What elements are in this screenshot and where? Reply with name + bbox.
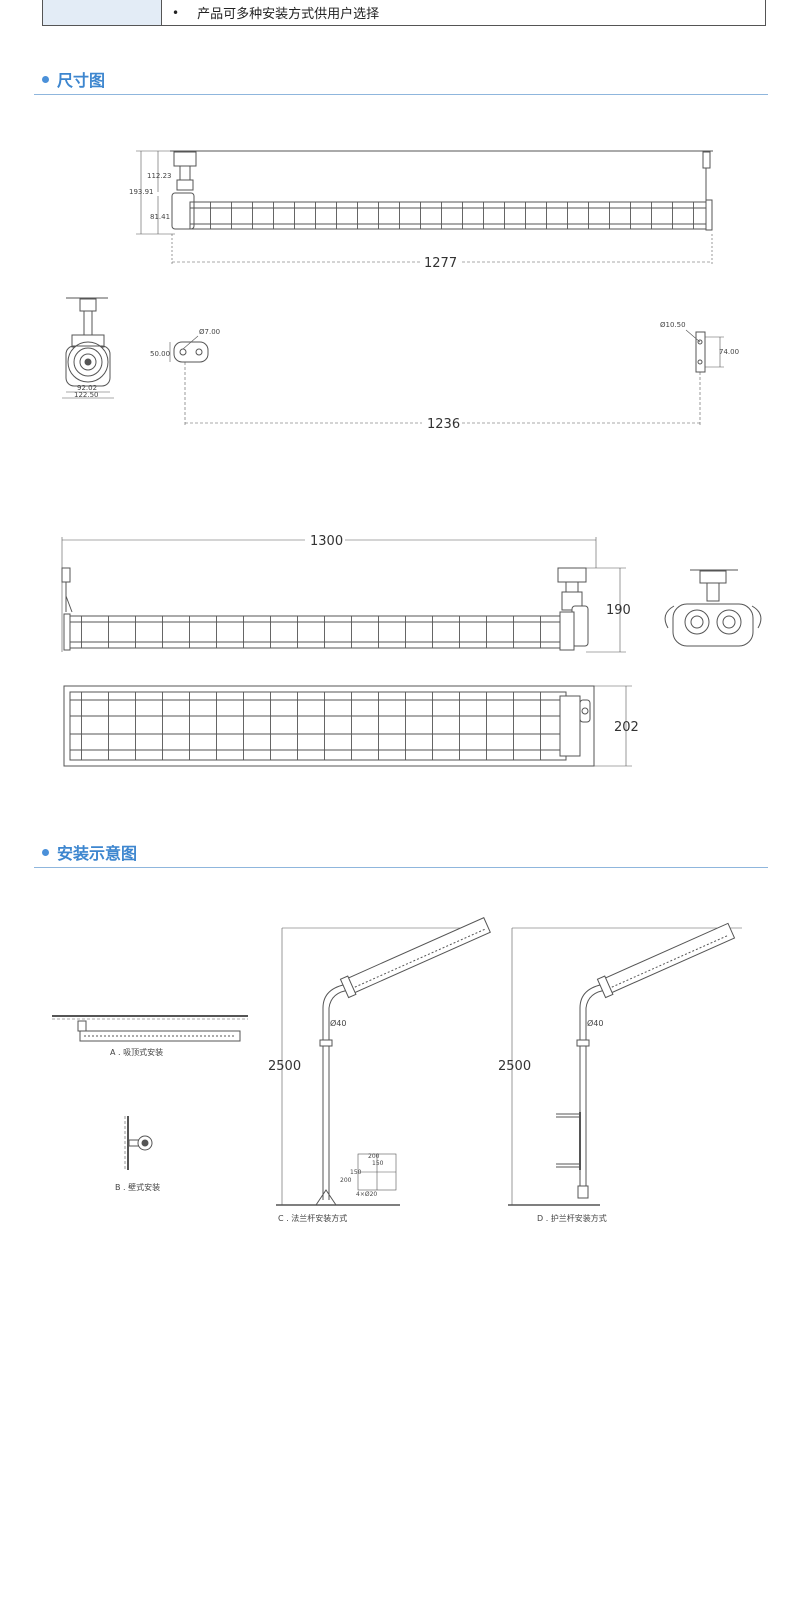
end-view-small — [62, 297, 114, 399]
feature-text: 产品可多种安装方式供用户选择 — [197, 7, 380, 22]
install-a-ceiling — [52, 1015, 248, 1042]
install-b-wall — [124, 1116, 153, 1170]
dim-122-50: 122.50 — [74, 391, 99, 399]
d-height-2500: 2500 — [498, 1059, 531, 1074]
caption-a: A . 吸顶式安装 — [110, 1047, 163, 1057]
feature-table-row: • 产品可多种安装方式供用户选择 — [42, 0, 766, 26]
dim-190: 190 — [606, 603, 631, 618]
bullet-dot-icon — [42, 848, 49, 856]
dim-92-02: 92.02 — [77, 384, 97, 392]
end-view-twin — [664, 569, 762, 647]
side-view-1300 — [61, 537, 626, 653]
section-title-installation: 安装示意图 — [57, 844, 138, 863]
dim-74: 74.00 — [719, 348, 739, 356]
section-header-dimensions: 尺寸图 — [34, 64, 768, 95]
dim-phi-7: Ø7.00 — [199, 328, 220, 336]
bullet-dot-icon — [42, 75, 49, 83]
c-height-2500: 2500 — [268, 1059, 301, 1074]
bullet-icon: • — [172, 5, 180, 20]
top-view-202 — [63, 685, 632, 767]
caption-d: D . 护兰杆安装方式 — [537, 1213, 607, 1223]
f-150b: 150 — [350, 1169, 362, 1176]
dim-1277: 1277 — [424, 256, 457, 271]
dim-112-23: 112.23 — [147, 172, 172, 180]
dim-phi-10-5: Ø10.50 — [660, 321, 686, 329]
feature-label-cell — [43, 0, 162, 25]
dim-81-41: 81.41 — [150, 213, 170, 221]
c-phi-40: Ø40 — [330, 1018, 346, 1028]
f-200a: 200 — [368, 1153, 380, 1160]
caption-b: B . 壁式安装 — [115, 1182, 160, 1192]
dim-1236: 1236 — [427, 417, 460, 432]
f-150a: 150 — [372, 1160, 384, 1167]
base-plate-right — [185, 329, 724, 426]
dim-193-91: 193.91 — [129, 188, 154, 196]
install-c-pole — [276, 917, 491, 1206]
caption-c: C . 法兰杆安装方式 — [278, 1213, 347, 1223]
f-4x-phi-20: 4×Ø20 — [356, 1191, 377, 1198]
f-200b: 200 — [340, 1177, 352, 1184]
side-view-1277 — [136, 150, 713, 265]
d-phi-40: Ø40 — [587, 1018, 603, 1028]
dim-202: 202 — [614, 720, 639, 735]
section-header-installation: 安装示意图 — [34, 837, 768, 868]
install-d-pole — [508, 922, 742, 1206]
dim-1300: 1300 — [310, 534, 343, 549]
section-title-dimensions: 尺寸图 — [57, 71, 106, 90]
base-plate-left — [169, 335, 209, 426]
dim-50: 50.00 — [150, 350, 170, 358]
feature-text-cell: • 产品可多种安装方式供用户选择 — [162, 0, 765, 25]
